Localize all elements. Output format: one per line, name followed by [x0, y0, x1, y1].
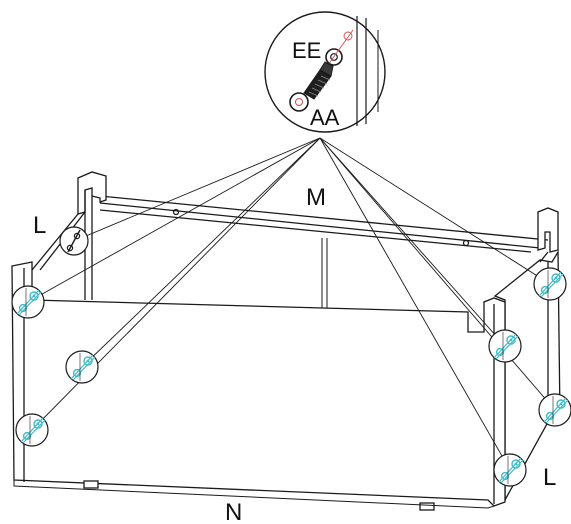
fastener-icon	[488, 329, 522, 363]
fastener-icon	[11, 285, 45, 319]
left-back-fastener-callout	[59, 226, 89, 256]
hardware-label-ee: EE	[292, 38, 321, 63]
part-label-l-left: L	[33, 212, 46, 239]
hardware-detail-callout	[264, 11, 386, 133]
back-panel-m	[99, 195, 549, 320]
fastener-icon	[15, 413, 49, 447]
part-label-m: M	[306, 184, 326, 211]
fastener-icon	[65, 350, 99, 384]
fastener-icon	[533, 267, 567, 301]
front-panel-n	[11, 261, 506, 511]
hardware-label-aa: AA	[310, 105, 340, 130]
leader-lines	[27, 137, 556, 471]
fastener-icon	[493, 453, 527, 487]
part-label-n: N	[225, 499, 242, 524]
fastener-icon	[538, 393, 571, 427]
part-label-l-right: L	[543, 464, 556, 491]
